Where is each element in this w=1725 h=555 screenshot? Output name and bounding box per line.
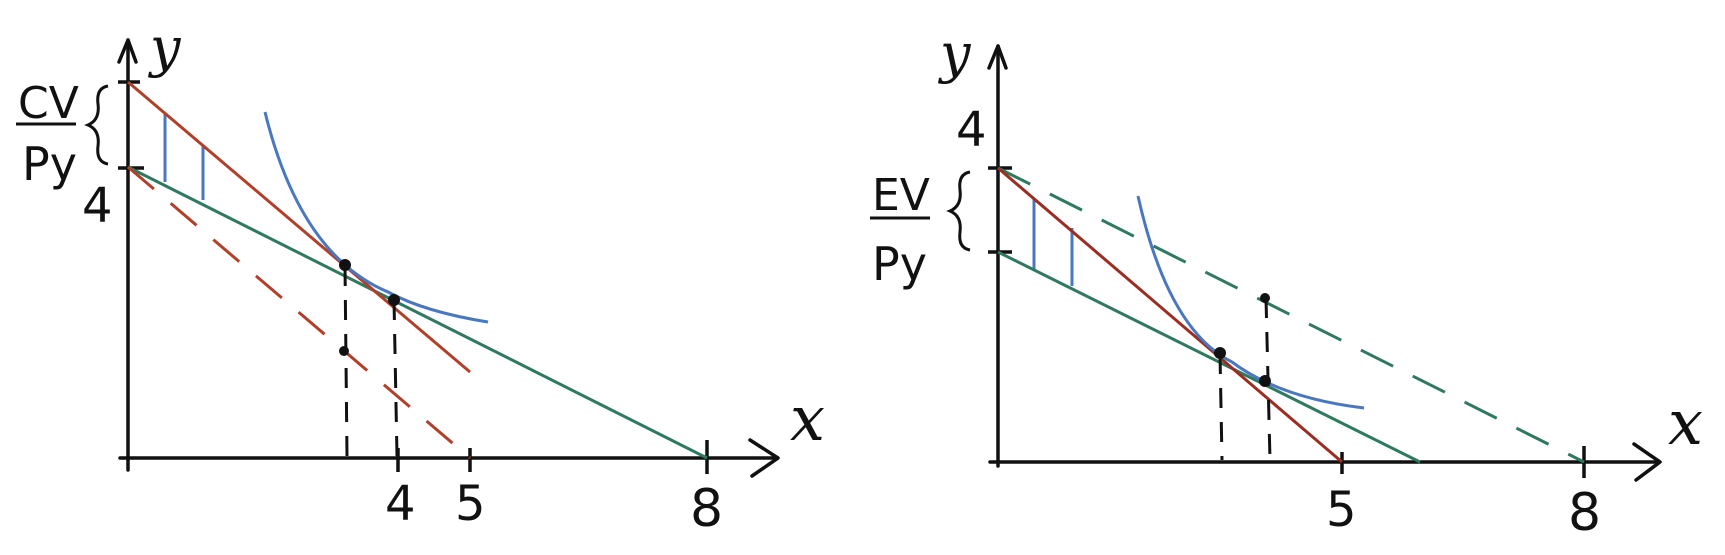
right-x-tick-label-5: 5 <box>1326 482 1357 538</box>
right-tangency-point <box>1259 375 1271 387</box>
left-dashed-vertical <box>343 265 349 457</box>
left-x-tick-label-4: 4 <box>385 476 416 532</box>
left-cv-shading <box>126 80 205 200</box>
left-dashed-line-point <box>339 346 349 356</box>
right-dashed-vertical <box>1218 353 1224 461</box>
right-curly-bracket <box>946 170 971 252</box>
left-y-axis-label: y <box>148 16 182 79</box>
right-green-dashed-budget-line <box>997 166 1585 464</box>
right-y-tick-label: 4 <box>956 102 987 158</box>
right-ev-shading <box>996 168 1074 286</box>
right-y-axis-arrow <box>987 44 1008 70</box>
left-green-budget-line <box>127 165 708 460</box>
left-red-budget-line <box>127 80 471 374</box>
left-indifference-curve <box>263 111 489 324</box>
right-dashed-line-point <box>1260 293 1270 303</box>
right-x-tick-label-8: 8 <box>1568 483 1601 543</box>
right-bracket-denominator: Py <box>872 237 927 291</box>
right-green-budget-line <box>997 250 1421 464</box>
left-y-tick-label: 4 <box>82 178 113 234</box>
left-x-axis-arrow <box>748 438 780 478</box>
left-y-axis-arrow <box>117 38 138 64</box>
left-tangency-point <box>388 294 400 306</box>
left-dashed-vertical <box>392 299 399 457</box>
left-x-axis-label: x <box>790 382 825 455</box>
right-bracket-numerator: EV <box>872 170 930 221</box>
right-indifference-curve <box>1136 195 1365 410</box>
right-red-budget-line <box>997 166 1343 464</box>
right-x-axis-label: x <box>1668 386 1703 459</box>
right-tangency-point <box>1214 347 1226 359</box>
left-bracket-denominator: Py <box>22 137 77 191</box>
right-y-axis-label: y <box>938 22 972 85</box>
left-bracket-numerator: CV <box>18 78 79 129</box>
left-red-dashed-budget-line <box>127 165 471 460</box>
right-x-axis-arrow <box>1632 442 1662 482</box>
left-curly-bracket <box>84 84 109 166</box>
left-panel: y x 4 4 5 8 CV Py <box>16 16 825 539</box>
right-panel: y x 4 5 8 EV Py <box>870 22 1703 543</box>
left-x-tick-label-8: 8 <box>690 479 723 539</box>
left-tangency-point <box>339 259 351 271</box>
left-x-tick-label-5: 5 <box>455 476 486 532</box>
